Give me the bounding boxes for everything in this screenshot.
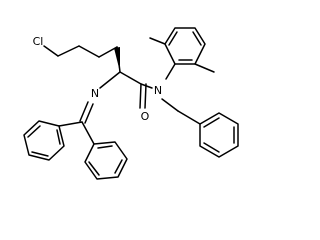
chlorine-label: Cl xyxy=(33,35,44,48)
carbonyl-oxygen-label: O xyxy=(141,110,150,123)
amide-nitrogen-label: N xyxy=(154,84,162,97)
dimethylphenyl-ring xyxy=(149,27,215,73)
carbonyl-group xyxy=(139,83,153,109)
imine-nitrogen-label: N xyxy=(91,87,99,100)
imine-bond xyxy=(79,101,94,124)
alpha-carbon-bonds xyxy=(99,71,142,89)
left-phenyl-ring xyxy=(23,120,65,161)
benzyl-ring xyxy=(199,112,239,158)
right-phenyl-ring xyxy=(84,141,128,180)
structure-canvas: Cl N N O xyxy=(23,27,239,180)
amide-nitrogen-bonds xyxy=(161,63,201,125)
stereo-wedge-bond xyxy=(114,47,120,72)
chlorobutyl-chain xyxy=(43,45,121,73)
diphenylmethylene-bonds xyxy=(58,121,95,145)
molecule-structure: Cl N N O xyxy=(23,27,239,180)
